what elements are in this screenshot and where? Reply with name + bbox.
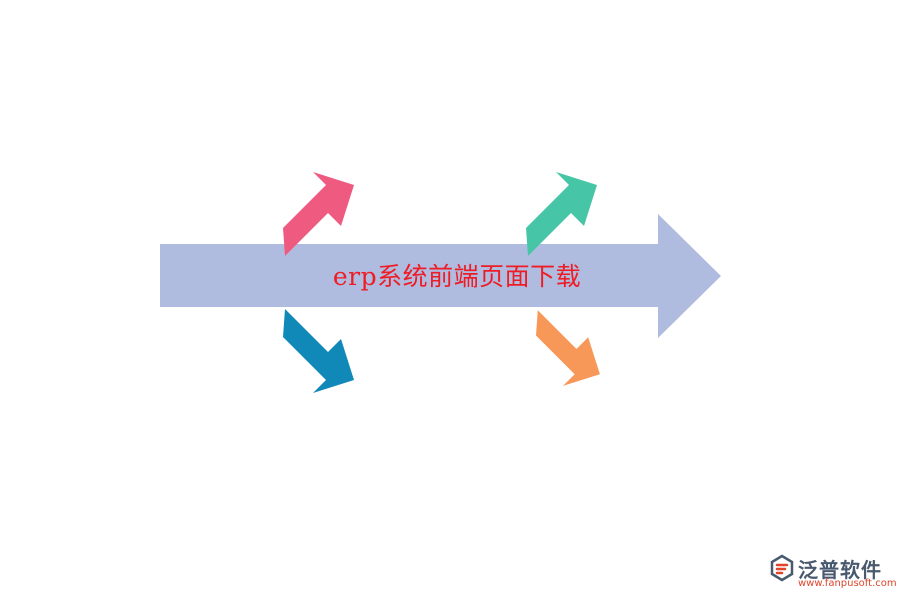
diagram-title: erp系统前端页面下载 [332, 262, 582, 291]
logo-url: www.fanpusoft.com [798, 578, 897, 589]
green-arrow-up-right [526, 172, 597, 256]
fanpu-logo: 泛普软件 www.fanpusoft.com [768, 552, 897, 594]
logo-name: 泛普软件 [798, 558, 882, 582]
blue-arrow-down-right [283, 309, 354, 393]
pink-arrow-up-right [283, 172, 354, 256]
main-arrow [160, 214, 721, 338]
orange-arrow-down-right [536, 310, 600, 386]
fanpu-logo-icon [770, 554, 794, 582]
